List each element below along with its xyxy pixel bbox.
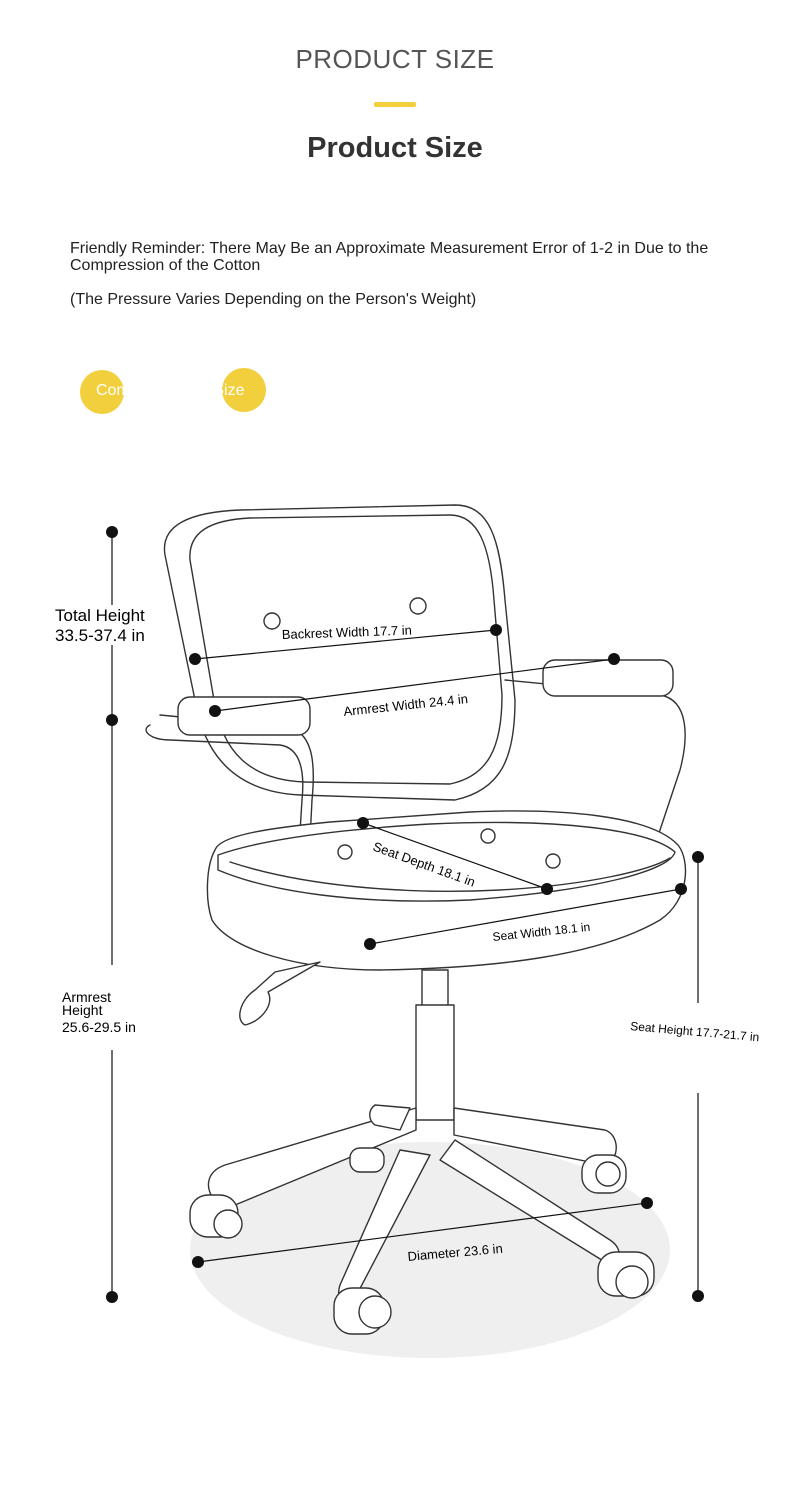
armrest-height-value: 25.6-29.5 in xyxy=(62,1019,136,1035)
seat-height-label: Seat Height 17.7-21.7 in xyxy=(630,1019,760,1044)
total-height-value: 33.5-37.4 in xyxy=(55,626,145,645)
armrest-height-label-1: Armrest xyxy=(62,989,111,1005)
height-lever xyxy=(239,961,321,1026)
page-title: Product Size xyxy=(307,132,483,164)
seat-tuft xyxy=(545,853,561,869)
measurement-reminder: Friendly Reminder: There May Be an Appro… xyxy=(70,240,709,274)
badge-label: Computer Chair Size xyxy=(96,382,245,399)
gas-cylinder xyxy=(415,1004,455,1121)
backrest-tuft xyxy=(263,612,281,630)
seat-stitch xyxy=(229,857,671,892)
chair-size-badge: Computer Chair Size xyxy=(80,368,266,414)
armrest-pad-left xyxy=(177,696,311,736)
seat-cushion xyxy=(206,810,687,971)
pressure-note: (The Pressure Varies Depending on the Pe… xyxy=(70,291,477,308)
seat-tuft xyxy=(337,844,353,860)
caster-front-right xyxy=(597,1251,655,1299)
dimension-endpoints xyxy=(106,526,704,1303)
seat-tuft xyxy=(480,828,496,844)
accent-divider xyxy=(374,102,416,107)
armrest-frame-left xyxy=(145,724,304,961)
section-kicker: PRODUCT SIZE xyxy=(295,44,495,74)
caster-left xyxy=(189,1194,243,1239)
backrest-cushion xyxy=(189,514,503,785)
badge-dot-right xyxy=(222,368,266,412)
armrest-height-label-2: Height xyxy=(62,1002,103,1018)
backrest-width-label: Backrest Width 17.7 in xyxy=(282,622,413,642)
backrest-shell xyxy=(163,504,516,801)
gas-cylinder-top xyxy=(421,969,449,1011)
badge-dot-left xyxy=(80,370,124,414)
backrest-tuft xyxy=(409,597,427,615)
chair-illustration xyxy=(145,504,687,1335)
caster-back-right xyxy=(581,1154,627,1194)
base-leg-back xyxy=(369,1104,411,1131)
total-height-label: Total Height xyxy=(55,606,145,625)
dimension-lines xyxy=(111,532,699,1297)
caster-back xyxy=(349,1147,385,1173)
caster-front xyxy=(333,1287,392,1335)
floor-shadow xyxy=(190,1142,670,1358)
seat-top xyxy=(217,821,676,902)
